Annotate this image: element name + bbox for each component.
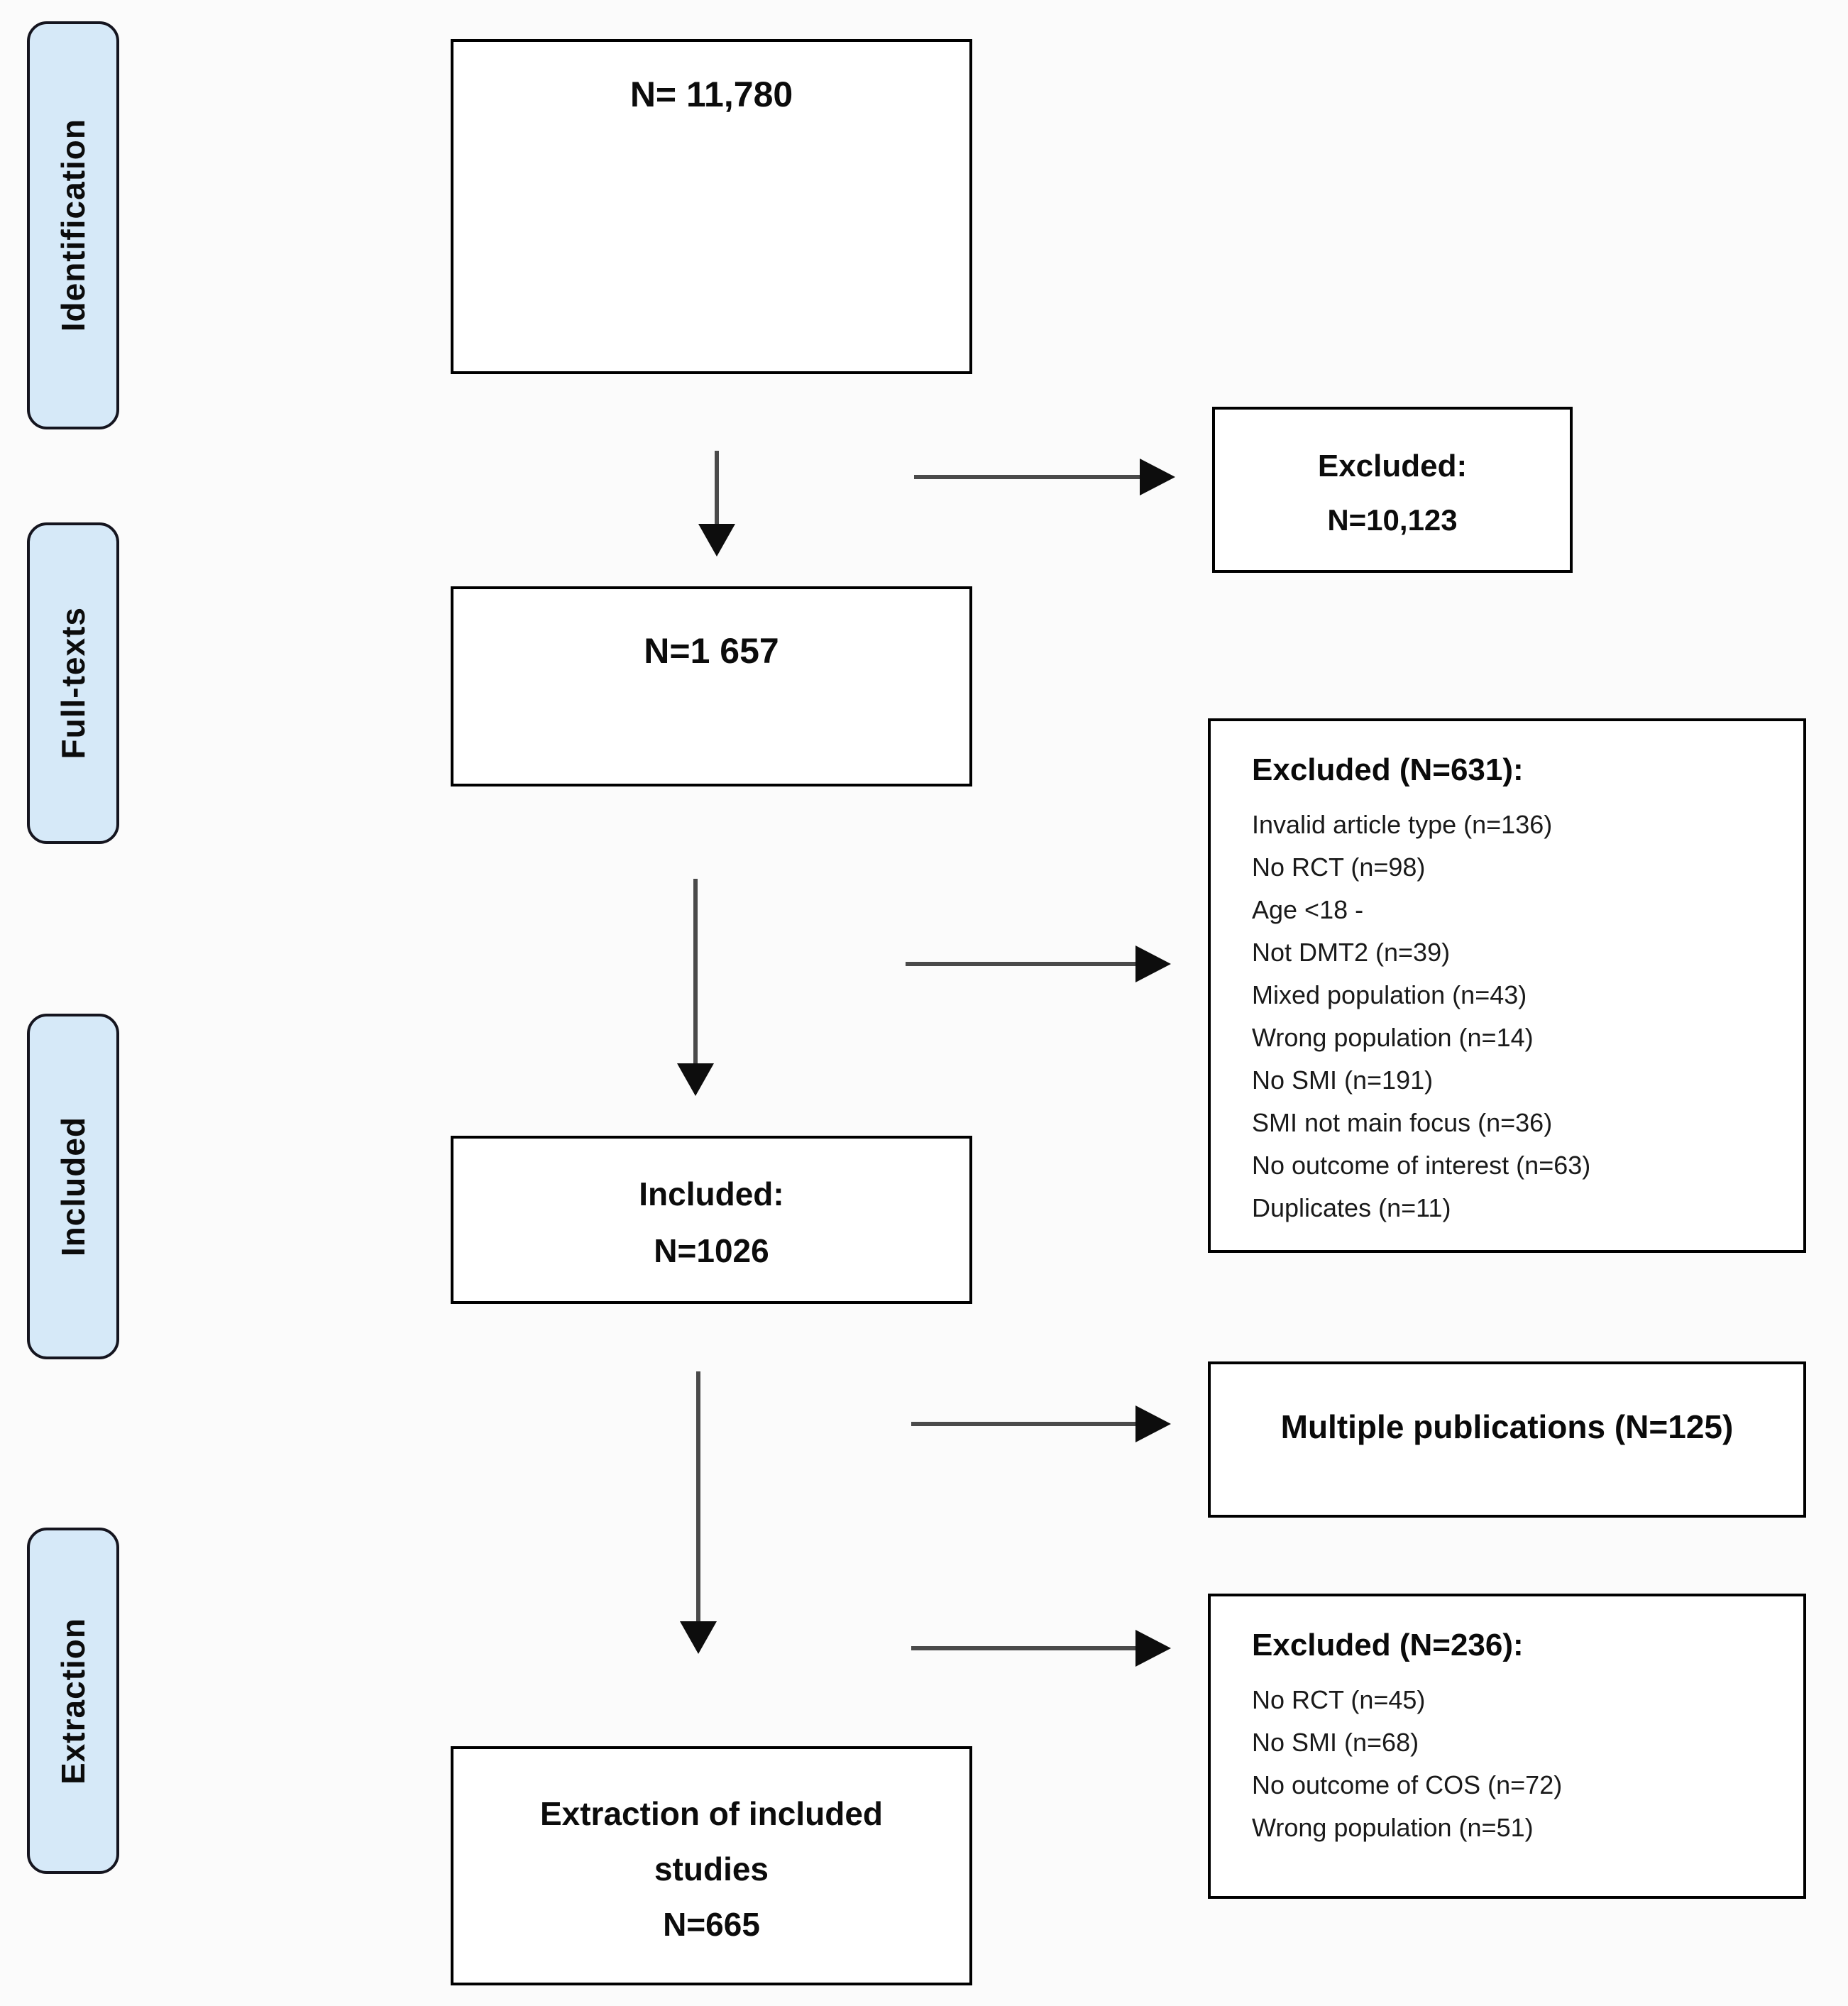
extraction-label-line2: studies xyxy=(654,1851,769,1887)
records-identified-count: N= 11,780 xyxy=(629,75,793,114)
exclusion-reason: Duplicates (n=11) xyxy=(1252,1193,1451,1222)
exclusion-reason: No SMI (n=191) xyxy=(1252,1065,1434,1095)
exclusion-reason: No RCT (n=45) xyxy=(1252,1685,1426,1714)
box-included: Included: N=1026 xyxy=(451,1136,972,1304)
exclusion-reason: No RCT (n=98) xyxy=(1252,853,1426,882)
excluded-extraction-title: Excluded (N=236): xyxy=(1252,1628,1524,1662)
stage-label-included: Included xyxy=(55,1116,92,1257)
exclusion-reason: Not DMT2 (n=39) xyxy=(1252,938,1451,967)
box-extraction: Extraction of included studies N=665 xyxy=(451,1746,972,1985)
exclusion-reason: Mixed population (n=43) xyxy=(1252,980,1527,1009)
multiple-publications-title: Multiple publications (N=125) xyxy=(1280,1408,1734,1445)
extraction-count: N=665 xyxy=(663,1906,760,1943)
excluded-fulltext-title: Excluded (N=631): xyxy=(1252,752,1524,787)
arrow-right-multiple-publications xyxy=(911,1405,1171,1442)
exclusion-reason: No SMI (n=68) xyxy=(1252,1728,1419,1757)
box-excluded-fulltext: Excluded (N=631): Invalid article type (… xyxy=(1208,718,1806,1253)
stage-badge-extraction: Extraction xyxy=(27,1528,119,1874)
box-excluded-extraction: Excluded (N=236): No RCT (n=45) No SMI (… xyxy=(1208,1594,1806,1899)
arrow-right-excluded-extraction xyxy=(911,1630,1171,1667)
box-records-identified: N= 11,780 xyxy=(451,39,972,374)
fulltexts-count: N=1 657 xyxy=(644,631,779,671)
arrow-down-identification xyxy=(698,451,735,557)
box-fulltexts-screened: N=1 657 xyxy=(451,586,972,786)
arrow-right-excluded-fulltext xyxy=(906,946,1171,982)
stage-label-full-texts: Full-texts xyxy=(55,607,92,760)
exclusion-reason: No outcome of interest (n=63) xyxy=(1252,1151,1591,1180)
included-count: N=1026 xyxy=(654,1232,769,1269)
exclusion-reason: SMI not main focus (n=36) xyxy=(1252,1108,1553,1137)
exclusion-reason: No outcome of COS (n=72) xyxy=(1252,1770,1563,1799)
included-label: Included: xyxy=(639,1175,784,1212)
exclusion-reason: Wrong population (n=14) xyxy=(1252,1023,1534,1052)
excluded-initial-count: N=10,123 xyxy=(1327,503,1458,537)
stage-label-identification: Identification xyxy=(55,119,92,332)
excluded-initial-title: Excluded: xyxy=(1317,449,1468,483)
stage-badge-included: Included xyxy=(27,1014,119,1359)
extraction-label-line1: Extraction of included xyxy=(539,1795,884,1832)
stage-label-extraction: Extraction xyxy=(55,1617,92,1785)
arrow-right-excluded-initial xyxy=(914,459,1175,495)
exclusion-reason: Invalid article type (n=136) xyxy=(1252,810,1553,839)
exclusion-reason: Age <18 - xyxy=(1252,895,1364,924)
box-excluded-initial: Excluded: N=10,123 xyxy=(1212,407,1573,573)
stage-badge-full-texts: Full-texts xyxy=(27,522,119,844)
box-multiple-publications: Multiple publications (N=125) xyxy=(1208,1361,1806,1518)
exclusion-reason: Wrong population (n=51) xyxy=(1252,1813,1534,1842)
stage-badge-identification: Identification xyxy=(27,21,119,429)
arrow-down-fulltexts xyxy=(677,879,714,1096)
arrow-down-included xyxy=(680,1371,717,1654)
